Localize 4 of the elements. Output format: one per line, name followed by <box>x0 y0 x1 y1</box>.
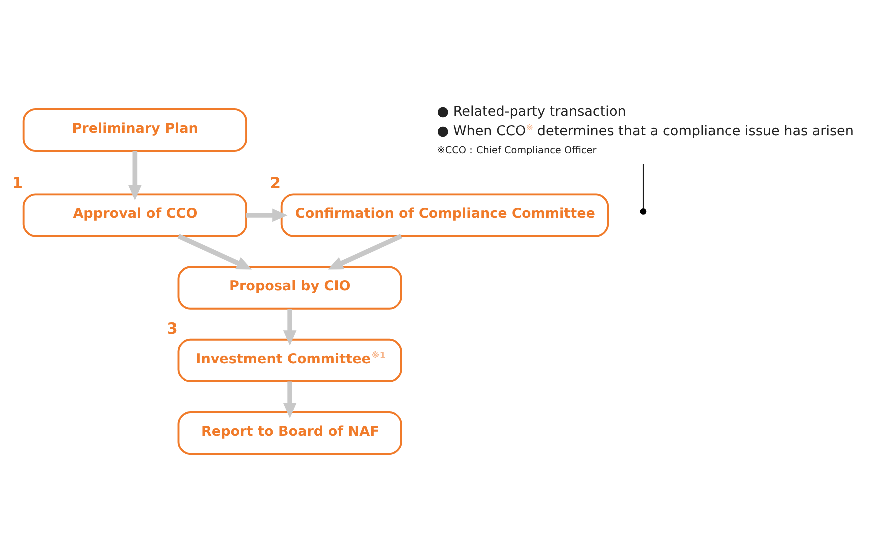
node-text: ● Related-party transaction ● When CCO$^{※}$ determines that a compliance issue has arisen ※CCO：Chief Compliance Officer <box>437 104 854 157</box>
node-label: 1 <box>12 174 23 193</box>
node-label: 3 <box>167 320 178 338</box>
node-label: 2 <box>270 174 282 193</box>
